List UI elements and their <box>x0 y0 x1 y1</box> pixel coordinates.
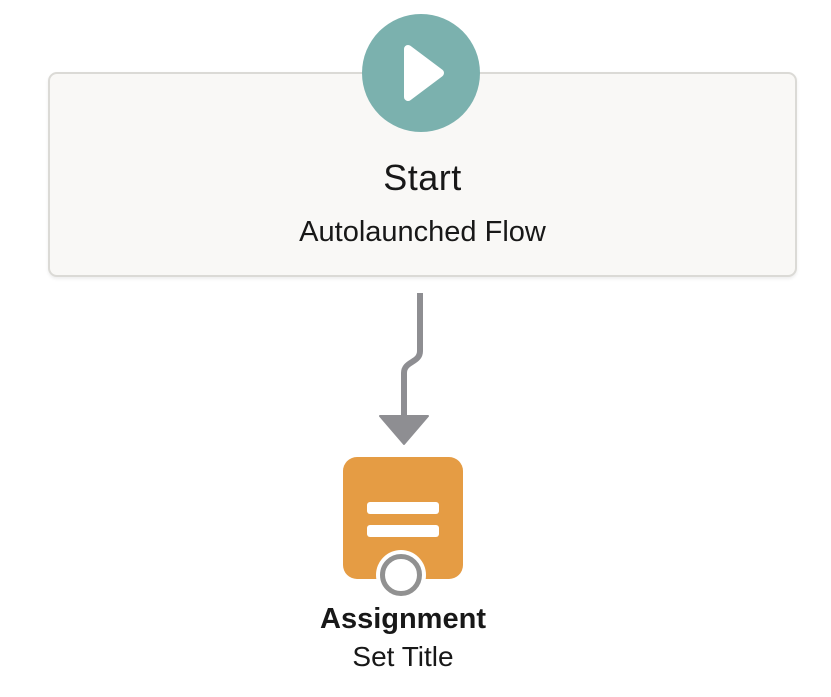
equals-bar <box>367 502 439 514</box>
equals-bar <box>367 525 439 537</box>
play-icon <box>396 42 447 104</box>
connector-endpoint-circle <box>380 554 422 596</box>
start-node-subtitle: Autolaunched Flow <box>299 216 546 248</box>
connector-arrow-icon <box>379 293 429 445</box>
assignment-type-label: Assignment <box>320 603 486 635</box>
start-play-button[interactable] <box>362 14 480 132</box>
start-node-title: Start <box>383 157 462 198</box>
assignment-node-labels: Assignment Set Title <box>253 602 553 672</box>
assignment-name-label: Set Title <box>352 641 454 672</box>
